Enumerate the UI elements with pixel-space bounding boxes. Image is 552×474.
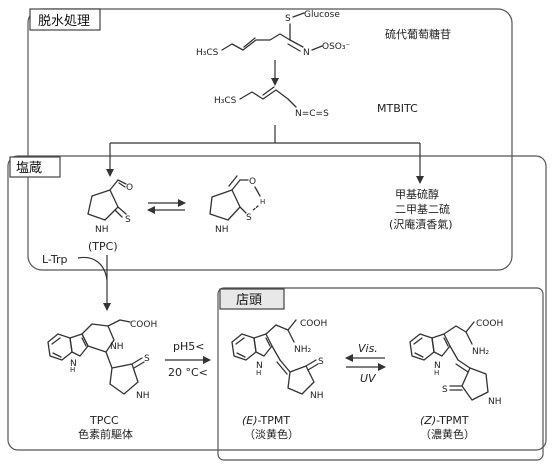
tpc-tautomer-structure: O H S NH	[209, 175, 265, 235]
tpcc-desc: 色素前驅体	[78, 427, 133, 441]
e-tpmt-desc: （淡黄色）	[244, 427, 299, 441]
dehydration-box	[27, 8, 513, 271]
glucosinolate-ms: H₃CS	[196, 48, 219, 58]
tpcc-name: TPCC	[89, 414, 119, 427]
reagent-trp: L-Trp	[42, 253, 68, 266]
tautomer-nh: NH	[215, 225, 229, 235]
tpcc-cooh: COOH	[130, 320, 157, 330]
glucosinolate-s: S	[285, 14, 291, 24]
dehydration-tag	[29, 8, 101, 31]
glucosinolate-structure: H₃CS S Glucose N OSO₃⁻	[196, 10, 350, 58]
reagent-ph: pH5<	[173, 340, 204, 353]
e-tpmt-n: N	[256, 361, 263, 371]
tpcc-h: H	[70, 366, 75, 374]
z-tpmt-name: (Z)-TPMT	[420, 414, 469, 427]
dehydration-title: 脱水処理	[38, 14, 90, 29]
e-tpmt-cooh: COOH	[300, 319, 327, 329]
z-tpmt-cooh: COOH	[476, 319, 503, 329]
store-tag	[219, 288, 285, 310]
glucosinolate-oso3: OSO₃⁻	[322, 42, 350, 52]
e-tpmt-nh2: NH₂	[294, 345, 312, 355]
mtbitc-structure: H₃CS N=C=S	[214, 86, 329, 119]
tautomer-o: O	[249, 177, 256, 187]
tpcc-structure: COOH NH H N S NH	[47, 319, 157, 401]
tpc-structure: O S NH	[87, 179, 133, 235]
z-tpmt-nh: NH	[488, 397, 502, 407]
thiol-line2: 二甲基二硫	[395, 202, 450, 216]
store-box	[217, 287, 544, 461]
z-tpmt-desc: （濃黄色）	[420, 427, 475, 441]
reagent-vis: Vis.	[358, 342, 378, 355]
z-tpmt-n: N	[434, 361, 441, 371]
z-tpmt-h: H	[434, 369, 439, 377]
z-tpmt-structure: N H COOH NH₂ S NH	[409, 319, 503, 407]
tautomer-s: S	[246, 213, 252, 223]
tpc-label: (TPC)	[88, 240, 118, 253]
salting-box	[7, 155, 547, 451]
reagent-uv: UV	[360, 372, 377, 385]
e-tpmt-name: (E)-TPMT	[242, 414, 290, 427]
mtbitc-name: MTBITC	[377, 102, 418, 115]
salting-tag	[9, 156, 61, 178]
store-title: 店頭	[236, 293, 262, 308]
reagent-temp: 20 °C<	[168, 366, 208, 379]
tpc-s: S	[125, 215, 131, 225]
glucosinolate-n: N	[303, 48, 310, 58]
tpc-nh: NH	[95, 225, 109, 235]
glucosinolate-glucose: Glucose	[304, 10, 340, 20]
salting-title: 塩蔵	[16, 161, 42, 176]
tpc-o: O	[126, 183, 133, 193]
e-tpmt-structure: N H COOH NH₂ S NH	[231, 319, 327, 401]
e-tpmt-h: H	[256, 369, 261, 377]
trp-curve	[77, 256, 108, 281]
tautomer-h: H	[260, 198, 265, 206]
mtbitc-ms: H₃CS	[214, 96, 237, 106]
mtbitc-ncs: N=C=S	[295, 109, 329, 119]
tpcc-s: S	[144, 354, 150, 364]
e-tpmt-nh: NH	[310, 391, 324, 401]
tpcc-nh-thio: NH	[136, 391, 150, 401]
thiol-line3: (沢庵漬香氣)	[389, 217, 453, 231]
z-tpmt-nh2: NH₂	[472, 347, 490, 357]
glucosinolate-name: 硫代葡萄糖苷	[385, 27, 451, 41]
tpcc-nh-ring: NH	[110, 342, 124, 352]
z-tpmt-s: S	[442, 385, 448, 395]
tpcc-n: N	[70, 359, 77, 369]
e-tpmt-s: S	[318, 357, 324, 367]
thiol-line1: 甲基硫醇	[395, 187, 439, 201]
